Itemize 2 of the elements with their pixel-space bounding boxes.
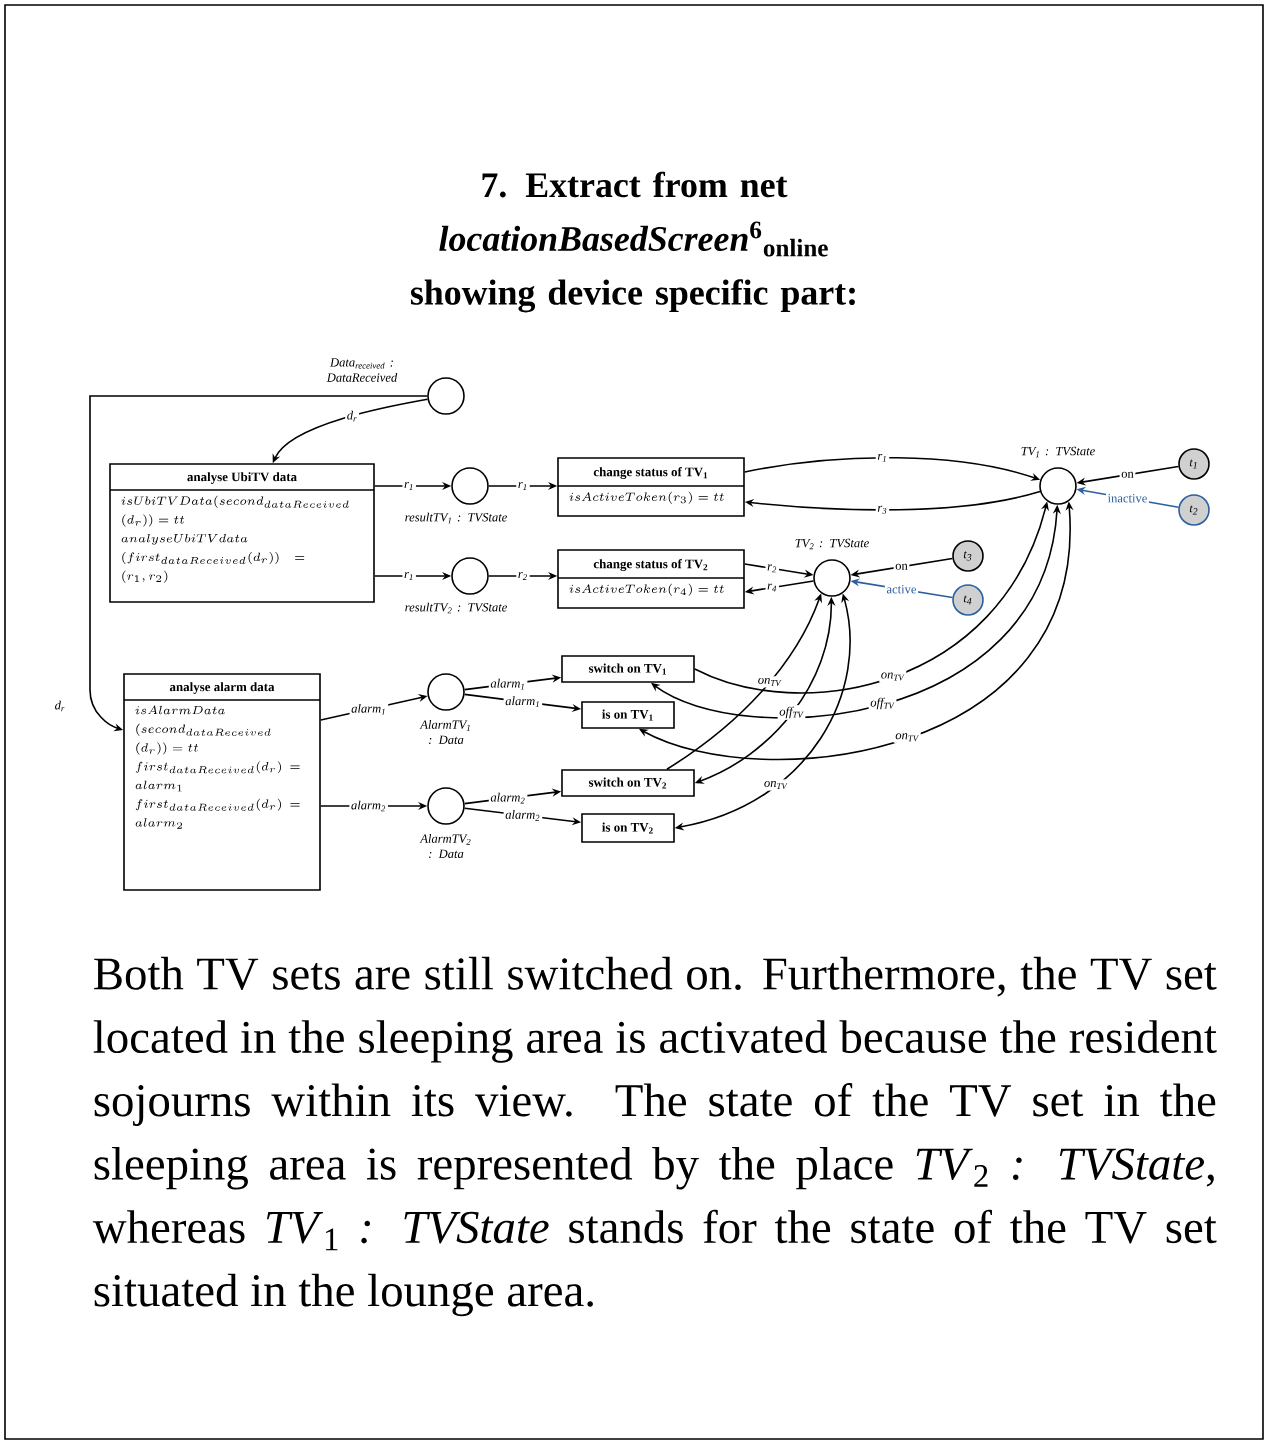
caption: Both TV sets are still switched on. Furthermore, the TV set located in the sleeping area is activated because the resident sojourns within its view. The state of the TV set in the sleeping area is represented by the place TV$_{2}$ : TVState, whereas TV$_{1}$ : TVState stands for the state of the TV set situated in the lounge area. — [92, 956, 1217, 1317]
title: 7. Extract from net locationBasedScreen$^{6}$online showing device specific part: — [410, 171, 855, 313]
